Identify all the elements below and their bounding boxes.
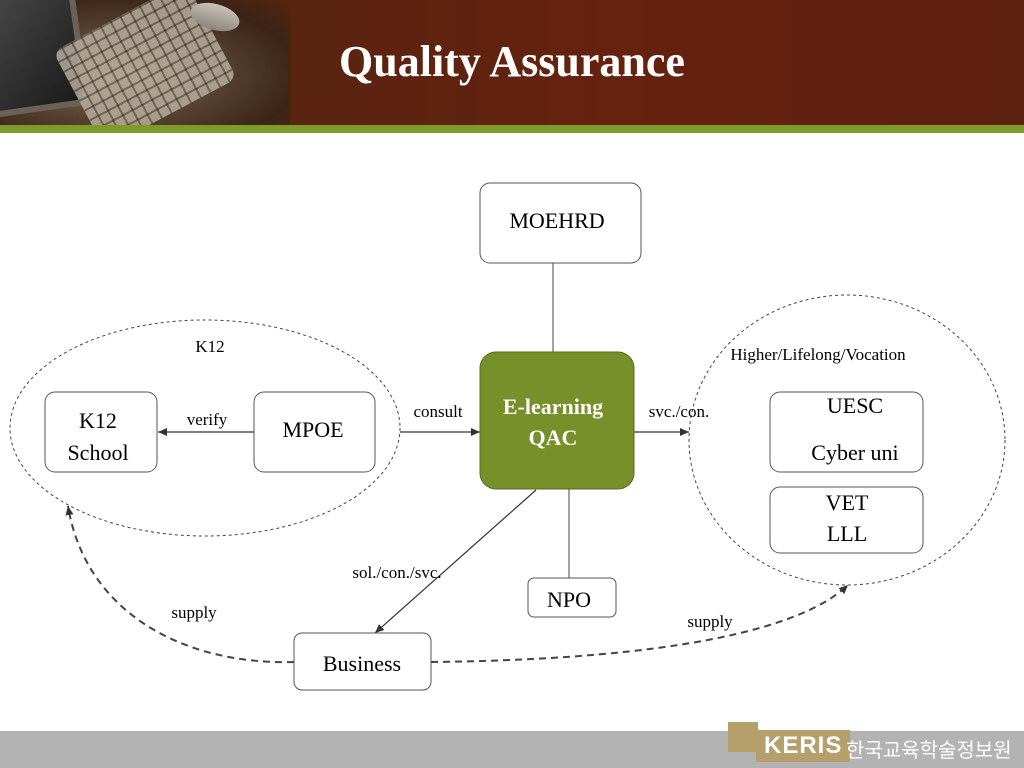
higher-group-ellipse <box>688 294 1006 586</box>
accent-stripe <box>0 125 1024 133</box>
supply-left-label: supply <box>171 603 217 622</box>
mpoe-label: MPOE <box>282 417 343 442</box>
k12-group-ellipse <box>9 319 401 537</box>
k12-school-node <box>44 391 158 473</box>
svc-con-label: svc./con. <box>649 402 709 421</box>
computer-desk-photo <box>0 0 290 125</box>
qac-label-line1: E-learning <box>503 394 603 419</box>
keris-logo: KERIS 한국교육학술정보원 <box>728 722 1024 768</box>
keris-korean-name: 한국교육학술정보원 <box>846 738 1012 762</box>
vet-lll-node <box>769 486 924 554</box>
header-banner: Quality Assurance <box>0 0 1024 125</box>
npo-node <box>527 577 617 618</box>
qac-node <box>479 351 635 490</box>
business-node <box>293 632 432 691</box>
keris-logo-text: KERIS <box>756 730 851 762</box>
vet-label: VET <box>826 490 869 515</box>
verify-label: verify <box>187 410 228 429</box>
footer-bar <box>0 731 1024 768</box>
mpoe-node <box>253 391 376 473</box>
keris-logo-block <box>728 722 758 752</box>
uesc-cyber-node <box>769 391 924 473</box>
lll-label: LLL <box>827 521 867 546</box>
consult-label: consult <box>413 402 462 421</box>
sol-con-svc-label: sol./con./svc. <box>352 563 441 582</box>
qac-business-arrow <box>374 489 537 634</box>
moehrd-label: MOEHRD <box>509 208 604 233</box>
uesc-label: UESC <box>827 393 883 418</box>
qac-label-line2: QAC <box>529 425 578 450</box>
business-label: Business <box>323 651 401 676</box>
page-title: Quality Assurance <box>339 37 685 86</box>
higher-group-label: Higher/Lifelong/Vocation <box>730 345 906 364</box>
moehrd-node <box>479 182 642 264</box>
npo-label: NPO <box>547 587 591 612</box>
supply-right-label: supply <box>687 612 733 631</box>
cyber-uni-label: Cyber uni <box>811 440 898 465</box>
supply-right-arrow <box>430 584 849 663</box>
k12-school-label-line2: School <box>67 440 128 465</box>
supply-left-arrow <box>65 505 295 664</box>
k12-school-label-line1: K12 <box>79 408 117 433</box>
k12-group-label: K12 <box>195 337 224 356</box>
